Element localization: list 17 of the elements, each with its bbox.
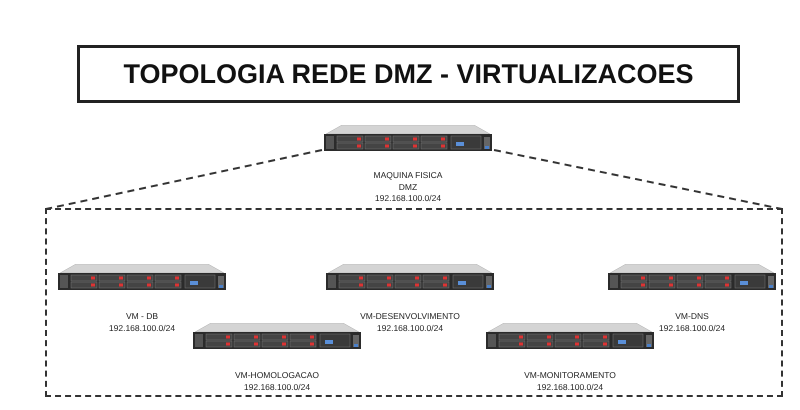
server-label: VM-MONITORAMENTO bbox=[523, 370, 617, 382]
server-label: 192.168.100.0/24 bbox=[108, 322, 176, 334]
server-label: MAQUINA FISICA bbox=[372, 170, 444, 182]
server-label: 192.168.100.0/24 bbox=[376, 322, 444, 334]
diagram-title: TOPOLOGIA REDE DMZ - VIRTUALIZACOES bbox=[77, 45, 740, 103]
server-label: 192.168.100.0/24 bbox=[374, 193, 442, 204]
server-label: 192.168.100.0/24 bbox=[536, 382, 604, 393]
dashed-connector bbox=[494, 149, 782, 210]
server-label: 192.168.100.0/24 bbox=[242, 382, 312, 393]
server-label: VM-DESENVOLVIMENTO bbox=[359, 311, 461, 322]
server-label: 192.168.100.0/24 bbox=[658, 322, 726, 334]
server-label: VM-HOMOLOGACAO bbox=[234, 370, 320, 382]
dashed-connector bbox=[46, 149, 322, 210]
server-label: DMZ bbox=[398, 182, 418, 193]
server-label: VM-DNS bbox=[674, 311, 710, 322]
dashed-boundary-box bbox=[45, 208, 783, 397]
server-label: VM - DB bbox=[124, 311, 160, 322]
